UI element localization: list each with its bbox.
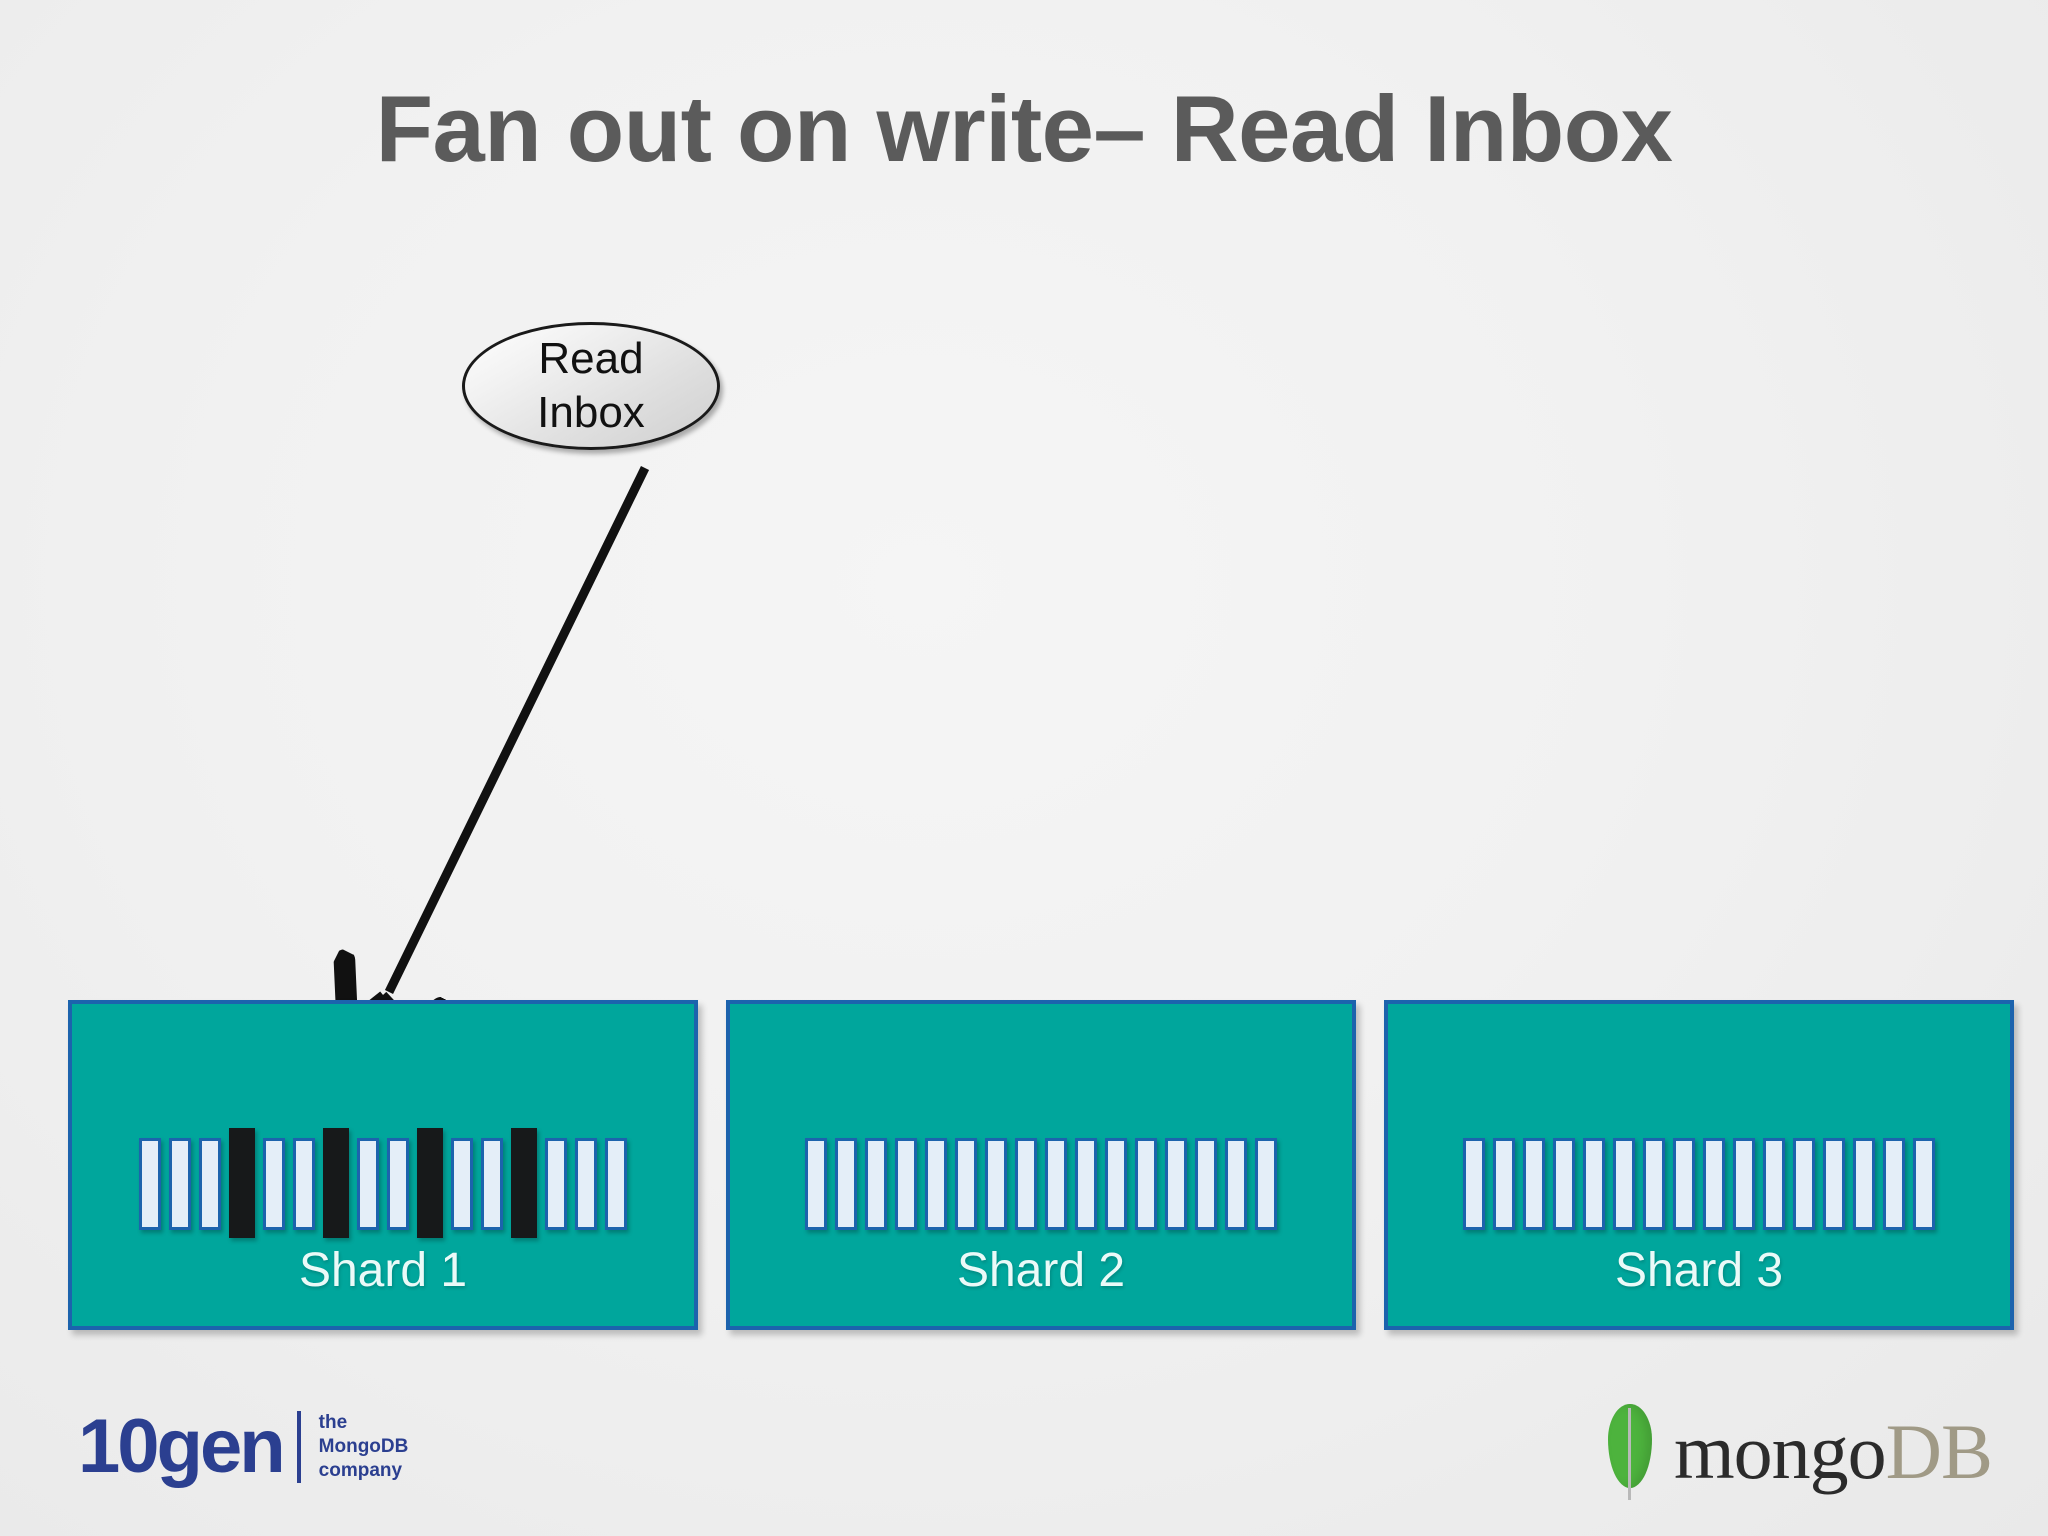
shard-box-2[interactable]: Shard 2 <box>726 1000 1356 1330</box>
bar <box>481 1138 503 1230</box>
bar <box>545 1138 567 1230</box>
shard-label-2: Shard 2 <box>956 1244 1126 1297</box>
bar <box>835 1138 857 1230</box>
shard-box-3[interactable]: Shard 3 <box>1384 1000 2014 1330</box>
mongodb-logo: mongoDB <box>1608 1392 1993 1512</box>
bar-highlighted <box>229 1128 255 1238</box>
bar <box>1015 1138 1037 1230</box>
arrow-read-inbox-to-shard1 <box>389 466 650 992</box>
bar <box>925 1138 947 1230</box>
read-inbox-node[interactable]: Read Inbox <box>462 322 720 450</box>
tengen-tagline-line2: MongoDB <box>318 1435 409 1457</box>
bar <box>1105 1138 1127 1230</box>
tengen-tagline: the MongoDB company <box>319 1411 409 1484</box>
bar <box>199 1138 221 1230</box>
bar <box>1195 1138 1217 1230</box>
bar <box>865 1138 887 1230</box>
bar <box>1255 1138 1277 1230</box>
bar <box>805 1138 827 1230</box>
bar <box>1913 1138 1935 1230</box>
bar <box>1463 1138 1485 1230</box>
tengen-wordmark: 10gen <box>78 1404 286 1489</box>
tengen-tagline-line1: the <box>318 1411 348 1433</box>
bar-highlighted <box>511 1128 537 1238</box>
bar <box>1673 1138 1695 1230</box>
bar <box>1613 1138 1635 1230</box>
leaf-vein <box>1628 1408 1631 1500</box>
bar <box>1493 1138 1515 1230</box>
node-label-line2: Inbox <box>537 388 645 437</box>
node-label-line1: Read <box>538 334 644 384</box>
bar-highlighted <box>417 1128 443 1238</box>
mongodb-word-db: DB <box>1885 1408 1993 1495</box>
bar-row-shard-2 <box>730 1138 1352 1230</box>
bar <box>1853 1138 1875 1230</box>
bar <box>605 1138 627 1230</box>
shard-label-3: Shard 3 <box>1614 1244 1784 1297</box>
bar <box>1793 1138 1815 1230</box>
bar <box>1045 1138 1067 1230</box>
bar <box>1553 1138 1575 1230</box>
bar <box>575 1138 597 1230</box>
bar <box>1643 1138 1665 1230</box>
bar <box>451 1138 473 1230</box>
bar <box>895 1138 917 1230</box>
shard-box-1[interactable]: Shard 1 <box>68 1000 698 1330</box>
bar <box>357 1138 379 1230</box>
bar <box>139 1138 161 1230</box>
bar <box>1883 1138 1905 1230</box>
bar <box>1075 1138 1097 1230</box>
mongodb-leaf-icon <box>1608 1404 1652 1500</box>
bar <box>1135 1138 1157 1230</box>
mongodb-wordmark: mongoDB <box>1674 1413 1993 1491</box>
tengen-tagline-line3: company <box>318 1460 403 1482</box>
bar <box>1703 1138 1725 1230</box>
bar <box>169 1138 191 1230</box>
page-title: Fan out on write– Read Inbox <box>375 76 1673 181</box>
bar <box>1165 1138 1187 1230</box>
bar <box>1583 1138 1605 1230</box>
bar <box>1823 1138 1845 1230</box>
bar <box>985 1138 1007 1230</box>
tengen-logo: 10gen the MongoDB company <box>78 1404 408 1490</box>
bar-row-shard-3 <box>1388 1138 2010 1230</box>
bar <box>955 1138 977 1230</box>
bar <box>1225 1138 1247 1230</box>
bar-highlighted <box>323 1128 349 1238</box>
bar <box>1523 1138 1545 1230</box>
bar <box>263 1138 285 1230</box>
bar-row-shard-1 <box>72 1128 694 1238</box>
bar <box>293 1138 315 1230</box>
bar <box>1763 1138 1785 1230</box>
mongodb-word-mongo: mongo <box>1674 1408 1887 1495</box>
bar <box>387 1138 409 1230</box>
logo-divider <box>296 1411 301 1483</box>
shard-label-1: Shard 1 <box>298 1244 468 1297</box>
bar <box>1733 1138 1755 1230</box>
